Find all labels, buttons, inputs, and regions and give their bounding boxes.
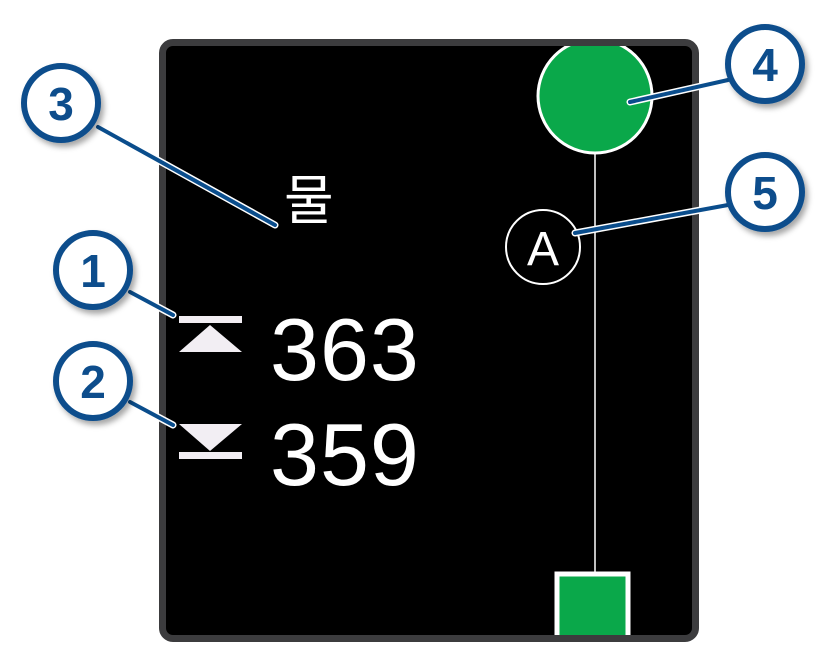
player-position-icon bbox=[554, 571, 631, 635]
svg-text:5: 5 bbox=[752, 167, 778, 219]
callout-2: 2 bbox=[53, 341, 133, 421]
hazard-label: 물 bbox=[284, 169, 334, 232]
svg-text:3: 3 bbox=[48, 78, 74, 130]
back-distance: 359 bbox=[270, 405, 420, 504]
green-circle-icon bbox=[536, 46, 654, 155]
svg-text:2: 2 bbox=[80, 356, 106, 408]
layup-marker bbox=[505, 209, 581, 285]
callout-5: 5 bbox=[725, 152, 805, 232]
layup-marker-label: A bbox=[527, 223, 559, 276]
arrow-up-to-bar-icon bbox=[179, 316, 242, 352]
leader-lines bbox=[94, 76, 732, 429]
callout-1: 1 bbox=[53, 230, 133, 310]
callout-4: 4 bbox=[725, 24, 805, 104]
callout-3: 3 bbox=[21, 63, 101, 143]
svg-text:4: 4 bbox=[752, 39, 778, 91]
front-distance: 363 bbox=[270, 300, 420, 399]
svg-text:1: 1 bbox=[80, 245, 106, 297]
arrow-down-to-bar-icon bbox=[179, 424, 242, 459]
